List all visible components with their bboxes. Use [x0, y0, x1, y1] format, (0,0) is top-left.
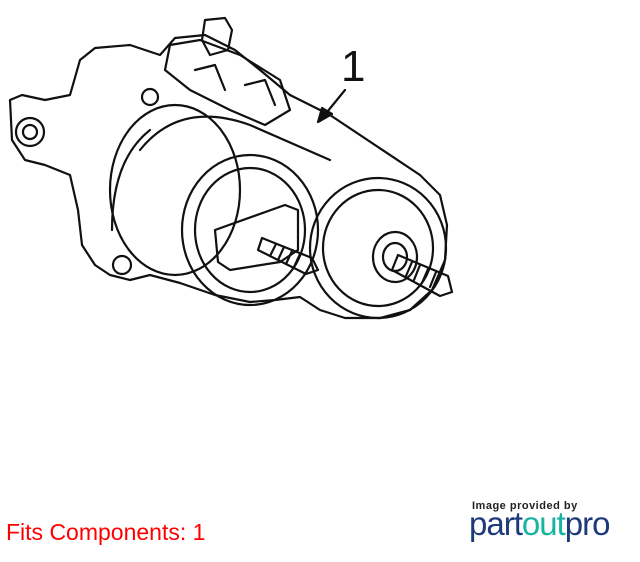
partoutpro-logo: partoutpro [469, 505, 610, 542]
terminal-stud-motor [256, 236, 320, 276]
motor-end-left [180, 153, 320, 307]
image-credit: Image provided by [472, 500, 578, 512]
terminal-stud-solenoid [390, 253, 454, 298]
starter-motor-drawing [8, 16, 454, 320]
callout-number: 1 [341, 42, 366, 91]
fits-components-label: Fits Components: 1 [6, 519, 206, 545]
solenoid-end [308, 176, 448, 320]
